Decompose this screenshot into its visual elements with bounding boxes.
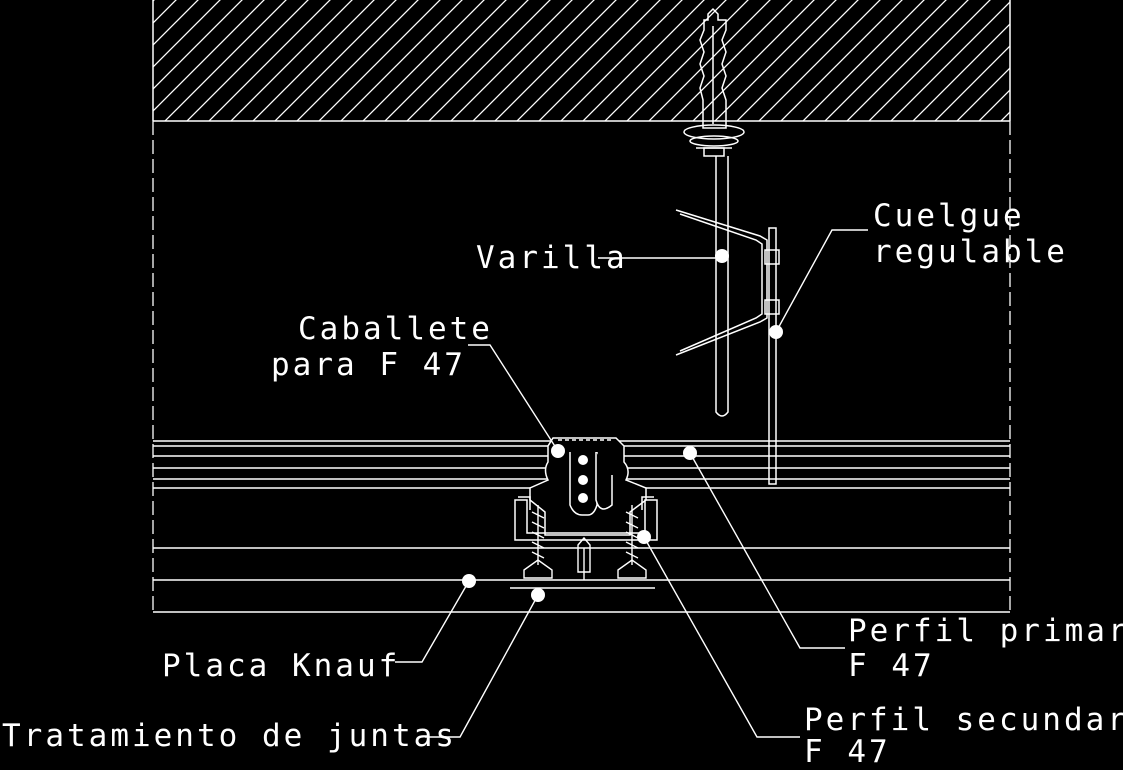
label-varilla: Varilla: [476, 240, 628, 276]
label-perfil-primario-line1: Perfil primario: [848, 613, 1123, 649]
concrete-slab: [152, 0, 1011, 122]
anchor-bolt: [683, 7, 745, 157]
rod: [715, 156, 729, 417]
label-perfil-secundario-line2: F 47: [804, 734, 891, 770]
label-perfil-secundario-line1: Perfil secundario: [804, 702, 1123, 738]
screws: [510, 505, 655, 589]
label-tratamiento-juntas: Tratamiento de juntas: [2, 718, 457, 754]
wall-boundary-lines: [152, 121, 1011, 612]
board-layers: [153, 547, 1010, 613]
label-cuelgue-regulable-line2: regulable: [873, 234, 1068, 270]
label-caballete-line2: para F 47: [271, 347, 466, 383]
leader-lines: [395, 229, 868, 738]
adjustable-hanger: [675, 209, 783, 485]
label-placa-knauf: Placa Knauf: [162, 648, 401, 684]
secondary-profile: [514, 496, 658, 544]
label-perfil-primario-line2: F 47: [848, 648, 935, 684]
label-cuelgue-regulable-line1: Cuelgue: [873, 198, 1025, 234]
bracket-f47: [529, 437, 647, 536]
label-caballete-line1: Caballete: [298, 311, 493, 347]
